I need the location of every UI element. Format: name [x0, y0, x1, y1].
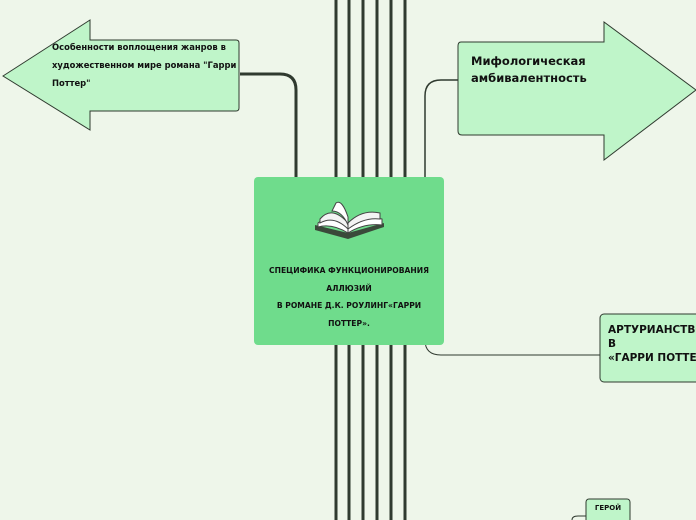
arthur-line-2: В	[608, 338, 617, 350]
arthur-topic-box[interactable]	[599, 313, 696, 383]
central-line-3: В РОМАНЕ Д.К. РОУЛИНГ«ГАРРИ	[276, 301, 422, 310]
central-line-1: СПЕЦИФИКА ФУНКЦИОНИРОВАНИЯ	[269, 266, 429, 275]
left-topic-arrow-shape[interactable]	[2, 19, 240, 131]
connector-left-topic	[240, 72, 298, 220]
central-line-4: ПОТТЕР».	[328, 318, 370, 328]
right-topic-label: Мифологическая амбивалентность	[471, 54, 587, 85]
hero-topic-box[interactable]	[585, 498, 631, 520]
central-line-2: АЛЛЮЗИЙ	[326, 283, 372, 293]
left-topic-label: Особенности воплощения жанров в художест…	[52, 42, 237, 88]
arthur-line-1: АРТУРИАНСТВО	[608, 324, 696, 336]
connector-right-topic	[424, 79, 458, 200]
right-topic-arrow-shape[interactable]	[457, 21, 696, 162]
central-node-label: СПЕЦИФИКА ФУНКЦИОНИРОВАНИЯ АЛЛЮЗИЙ В РОМ…	[256, 262, 442, 332]
connector-arthur-topic	[424, 339, 600, 356]
central-node-box[interactable]	[254, 177, 444, 345]
arthur-line-3: «ГАРРИ ПОТТЕРЕ»	[608, 352, 696, 364]
hero-topic-label: ГЕРОЙ	[594, 504, 622, 512]
connector-hero-topic	[571, 515, 586, 520]
arthur-topic-label: АРТУРИАНСТВО В «ГАРРИ ПОТТЕРЕ»	[608, 323, 696, 365]
open-book-icon	[315, 201, 384, 239]
